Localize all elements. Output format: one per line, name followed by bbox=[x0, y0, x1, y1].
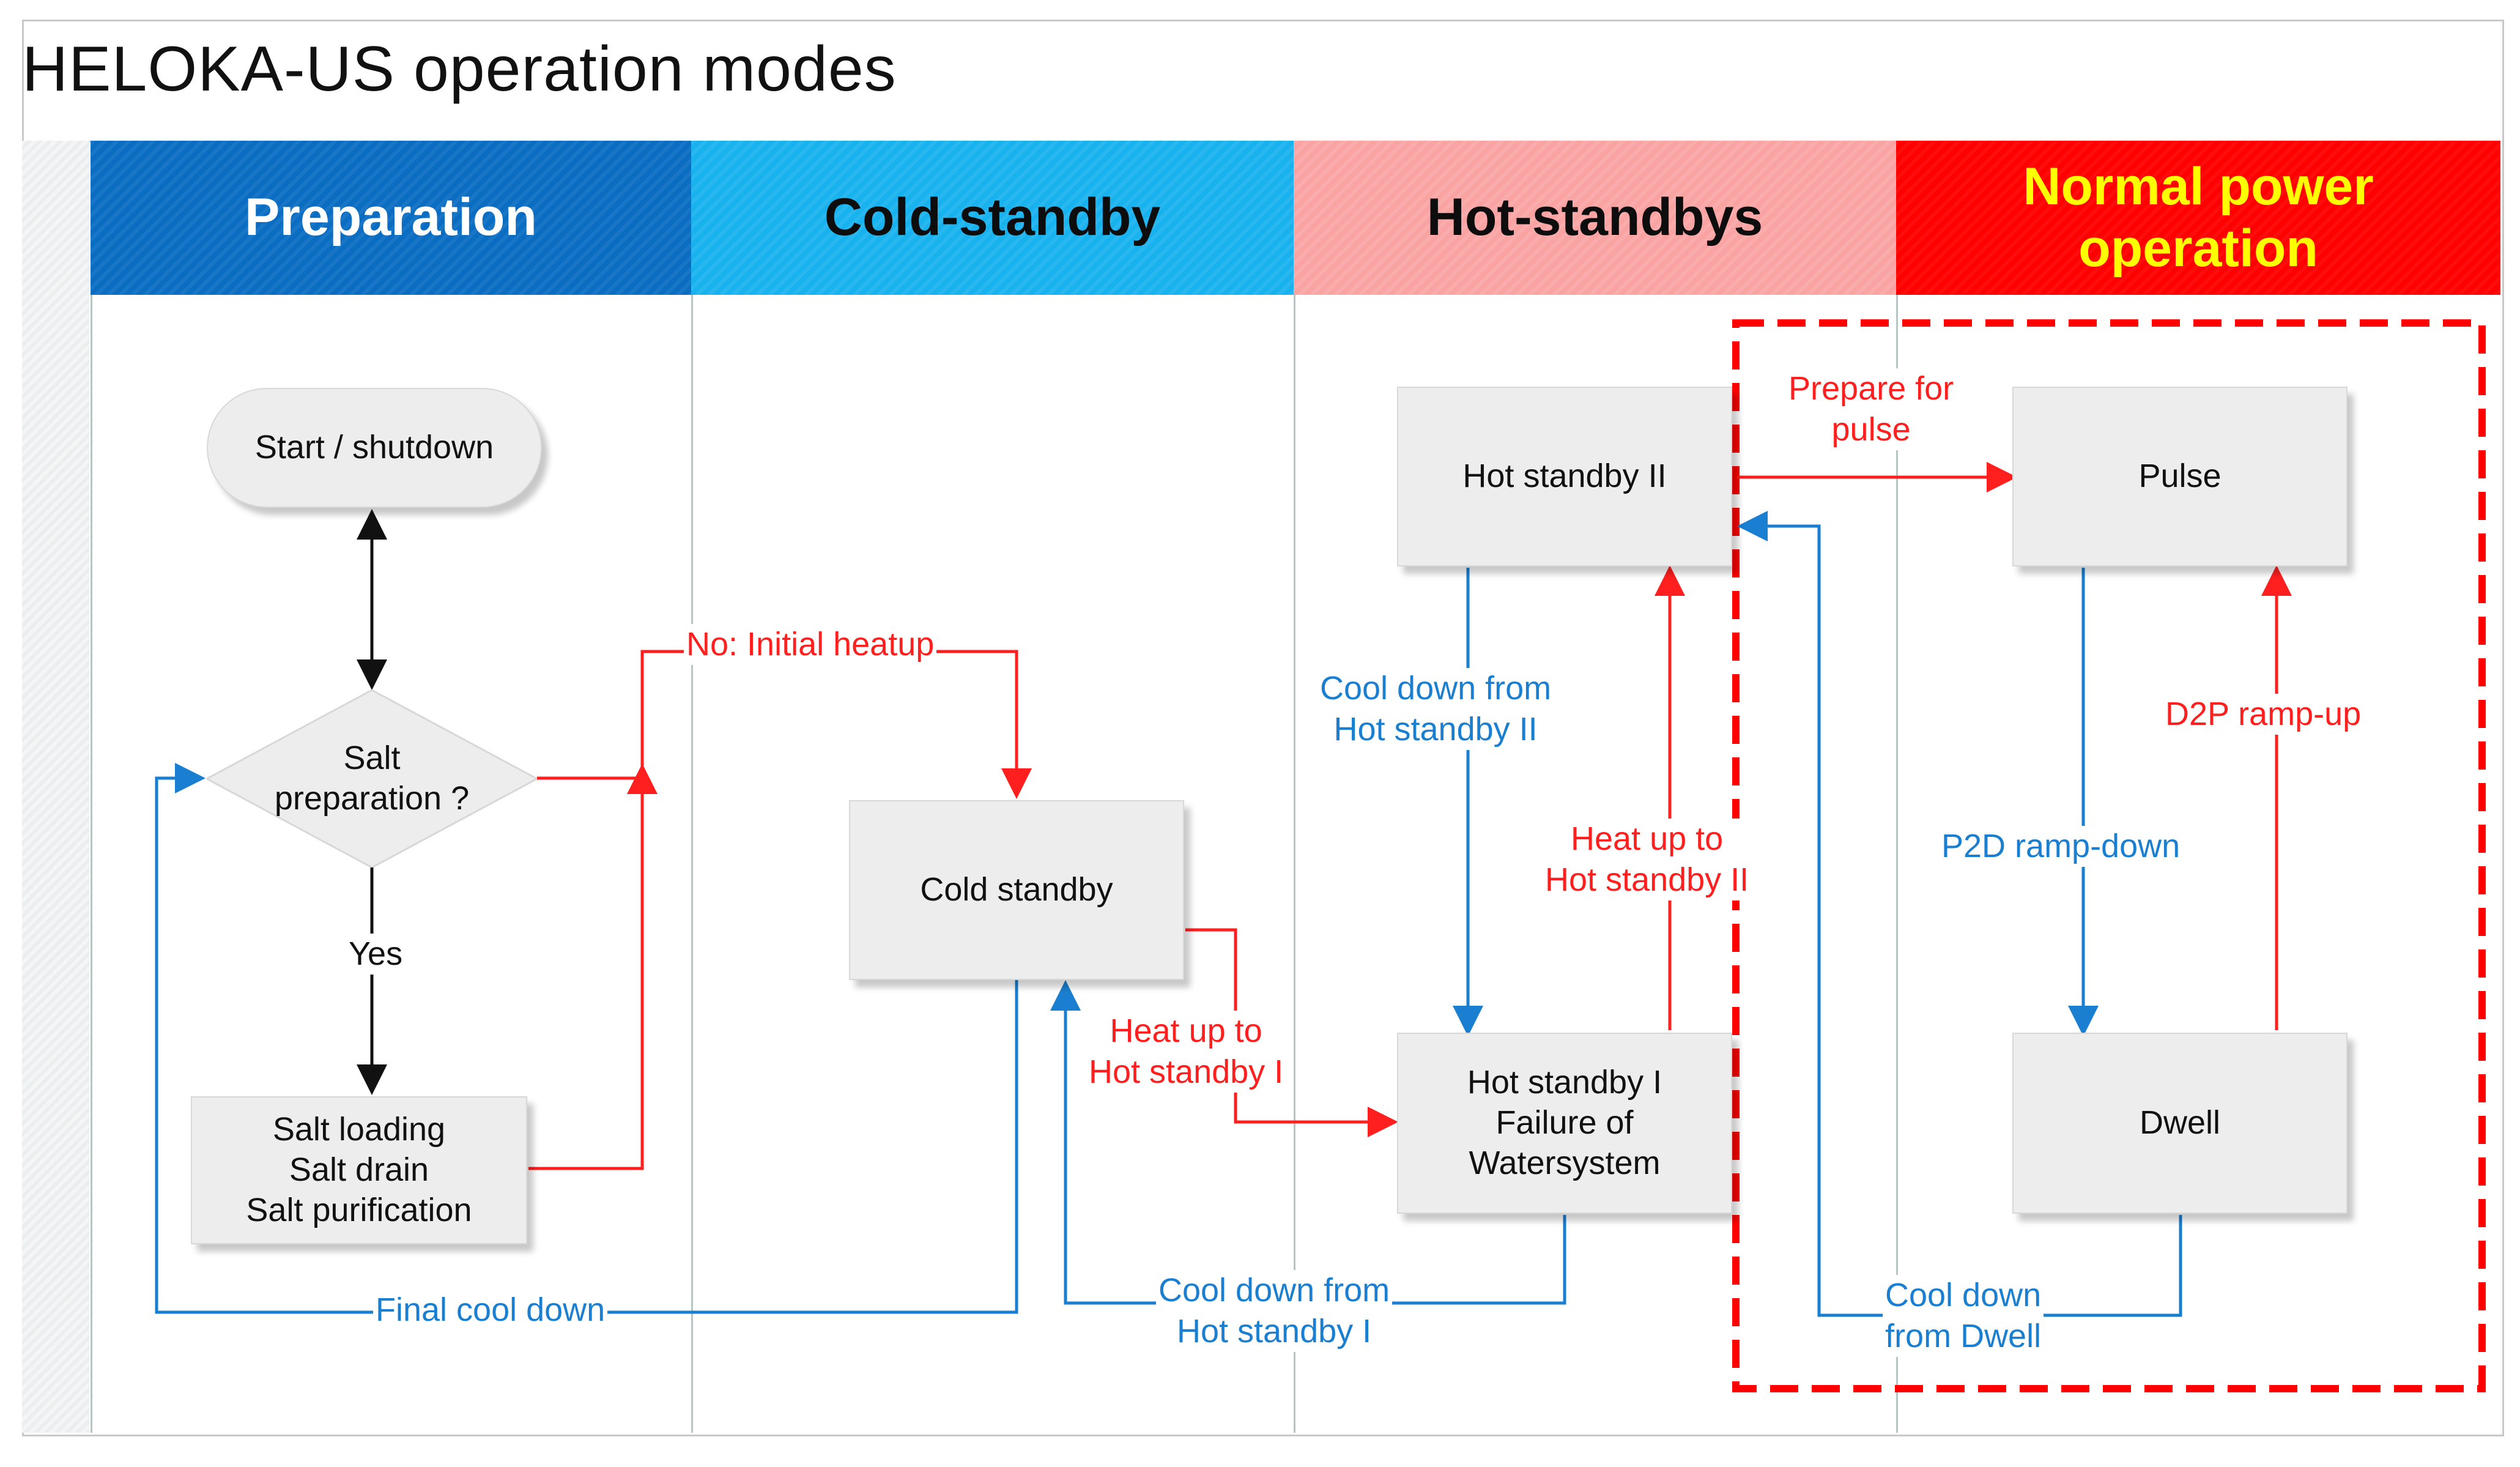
lane-divider bbox=[1896, 295, 1898, 1433]
lane-header-hot-standbys: Hot-standbys bbox=[1294, 141, 1896, 295]
salt-preparation-decision: Salt preparation ? bbox=[207, 690, 537, 867]
lane-header-preparation: Preparation bbox=[91, 141, 691, 295]
label-cool-down-hot1: Cool down from Hot standby I bbox=[1156, 1270, 1393, 1352]
diagram-title: HELOKA-US operation modes bbox=[22, 34, 897, 105]
lane-header-normal-operation: Normal power operation bbox=[1896, 141, 2500, 295]
label-p2d-ramp-down: P2D ramp-down bbox=[1939, 826, 2183, 867]
label-d2p-ramp-up: D2P ramp-up bbox=[2163, 694, 2364, 735]
lane-divider bbox=[691, 295, 693, 1433]
arrow-salt-return bbox=[528, 763, 658, 1170]
start-shutdown-node: Start / shutdown bbox=[207, 388, 542, 508]
label-initial-heatup: No: Initial heatup bbox=[684, 624, 937, 665]
cold-standby-node: Cold standby bbox=[849, 800, 1184, 980]
label-heat-up-hot2: Heat up to Hot standby II bbox=[1543, 819, 1752, 901]
decision-label: Salt preparation ? bbox=[274, 740, 470, 817]
hot-standby-1-node: Hot standby I Failure of Watersystem bbox=[1397, 1033, 1732, 1214]
label-prepare-pulse: Prepare for pulse bbox=[1786, 368, 1957, 450]
label-final-cool-down: Final cool down bbox=[373, 1290, 608, 1331]
arrow-final-cool-down bbox=[155, 763, 1018, 1314]
arrow-initial-heatup bbox=[537, 650, 1032, 799]
salt-operations-node: Salt loading Salt drain Salt purificatio… bbox=[191, 1096, 527, 1244]
hot-standby-2-node: Hot standby II bbox=[1397, 387, 1732, 566]
pulse-node: Pulse bbox=[2012, 387, 2348, 566]
arrow-cool-down-dwell bbox=[1737, 511, 2182, 1317]
lane-header-cold-standby: Cold-standby bbox=[691, 141, 1294, 295]
label-yes: Yes bbox=[346, 934, 406, 975]
lane-divider bbox=[1294, 295, 1295, 1433]
label-heat-up-hot1: Heat up to Hot standby I bbox=[1086, 1011, 1286, 1093]
label-cool-down-hot2: Cool down from Hot standby II bbox=[1317, 668, 1554, 750]
lane-divider bbox=[91, 295, 92, 1433]
left-gutter bbox=[22, 141, 89, 1433]
dwell-node: Dwell bbox=[2012, 1033, 2348, 1214]
label-cool-down-dwell: Cool down from Dwell bbox=[1883, 1275, 2044, 1357]
